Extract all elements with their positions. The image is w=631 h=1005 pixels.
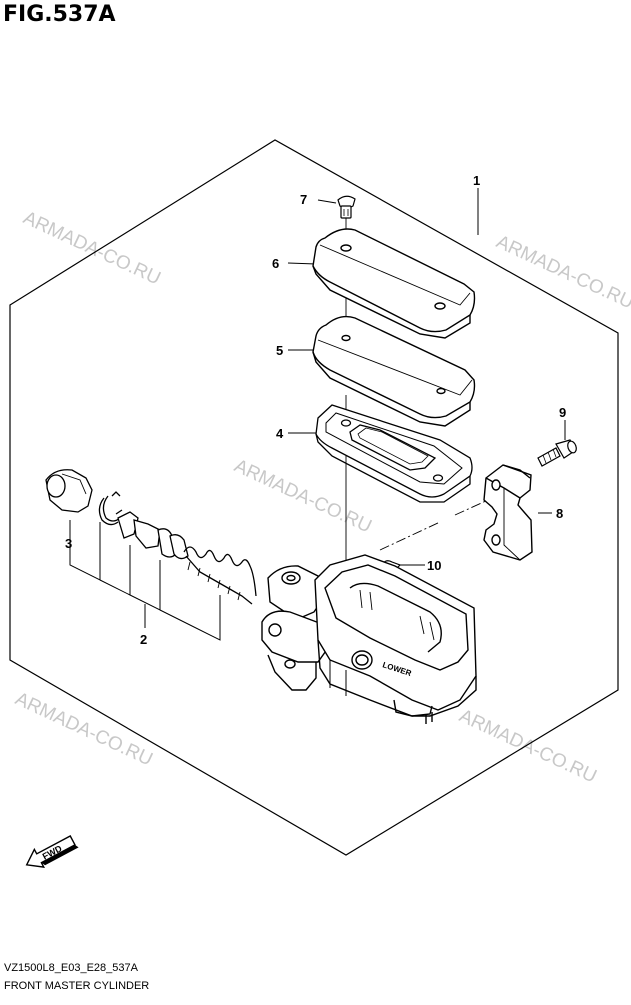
fwd-arrow-icon: [25, 835, 76, 868]
callout-1: 1: [473, 173, 480, 188]
dust-boot-part-3: [45, 469, 93, 513]
watermark-text: ARMADA-CO.RU: [20, 207, 164, 289]
snap-ring: [98, 491, 123, 526]
figure-code: VZ1500L8_E03_E28_537A: [4, 962, 138, 974]
callout-10: 10: [427, 558, 441, 573]
callout-5: 5: [276, 343, 283, 358]
piston-assembly-part-2: [117, 511, 257, 605]
callout-group: 1 7 6 5 4 9 8 10 3 2: [65, 173, 566, 647]
callout-9: 9: [559, 405, 566, 420]
reservoir-cap-part-6: [312, 228, 476, 339]
callout-8: 8: [556, 506, 563, 521]
diaphragm-plate-part-5: [312, 315, 476, 427]
figure-name: FRONT MASTER CYLINDER: [4, 980, 150, 992]
watermark-group: ARMADA-CO.RU ARMADA-CO.RU ARMADA-CO.RU A…: [12, 207, 631, 787]
callout-2: 2: [140, 632, 147, 647]
clamp-part-8: [483, 464, 533, 561]
gasket-part-4: [315, 404, 473, 503]
fwd-arrow-badge: FWD: [25, 835, 79, 868]
assembly-outline: [9, 139, 619, 856]
watermark-text: ARMADA-CO.RU: [231, 455, 375, 537]
callout-7: 7: [300, 192, 307, 207]
leader-lines: [69, 188, 566, 641]
master-cylinder-body-part-1: [261, 554, 477, 724]
bolt-part-9: [537, 439, 577, 467]
callout-4: 4: [276, 426, 284, 441]
watermark-text: ARMADA-CO.RU: [12, 688, 156, 770]
callout-6: 6: [272, 256, 279, 271]
figure-title: FIG.537A: [3, 2, 116, 27]
screw-part-7: [337, 195, 356, 219]
callout-3: 3: [65, 536, 72, 551]
